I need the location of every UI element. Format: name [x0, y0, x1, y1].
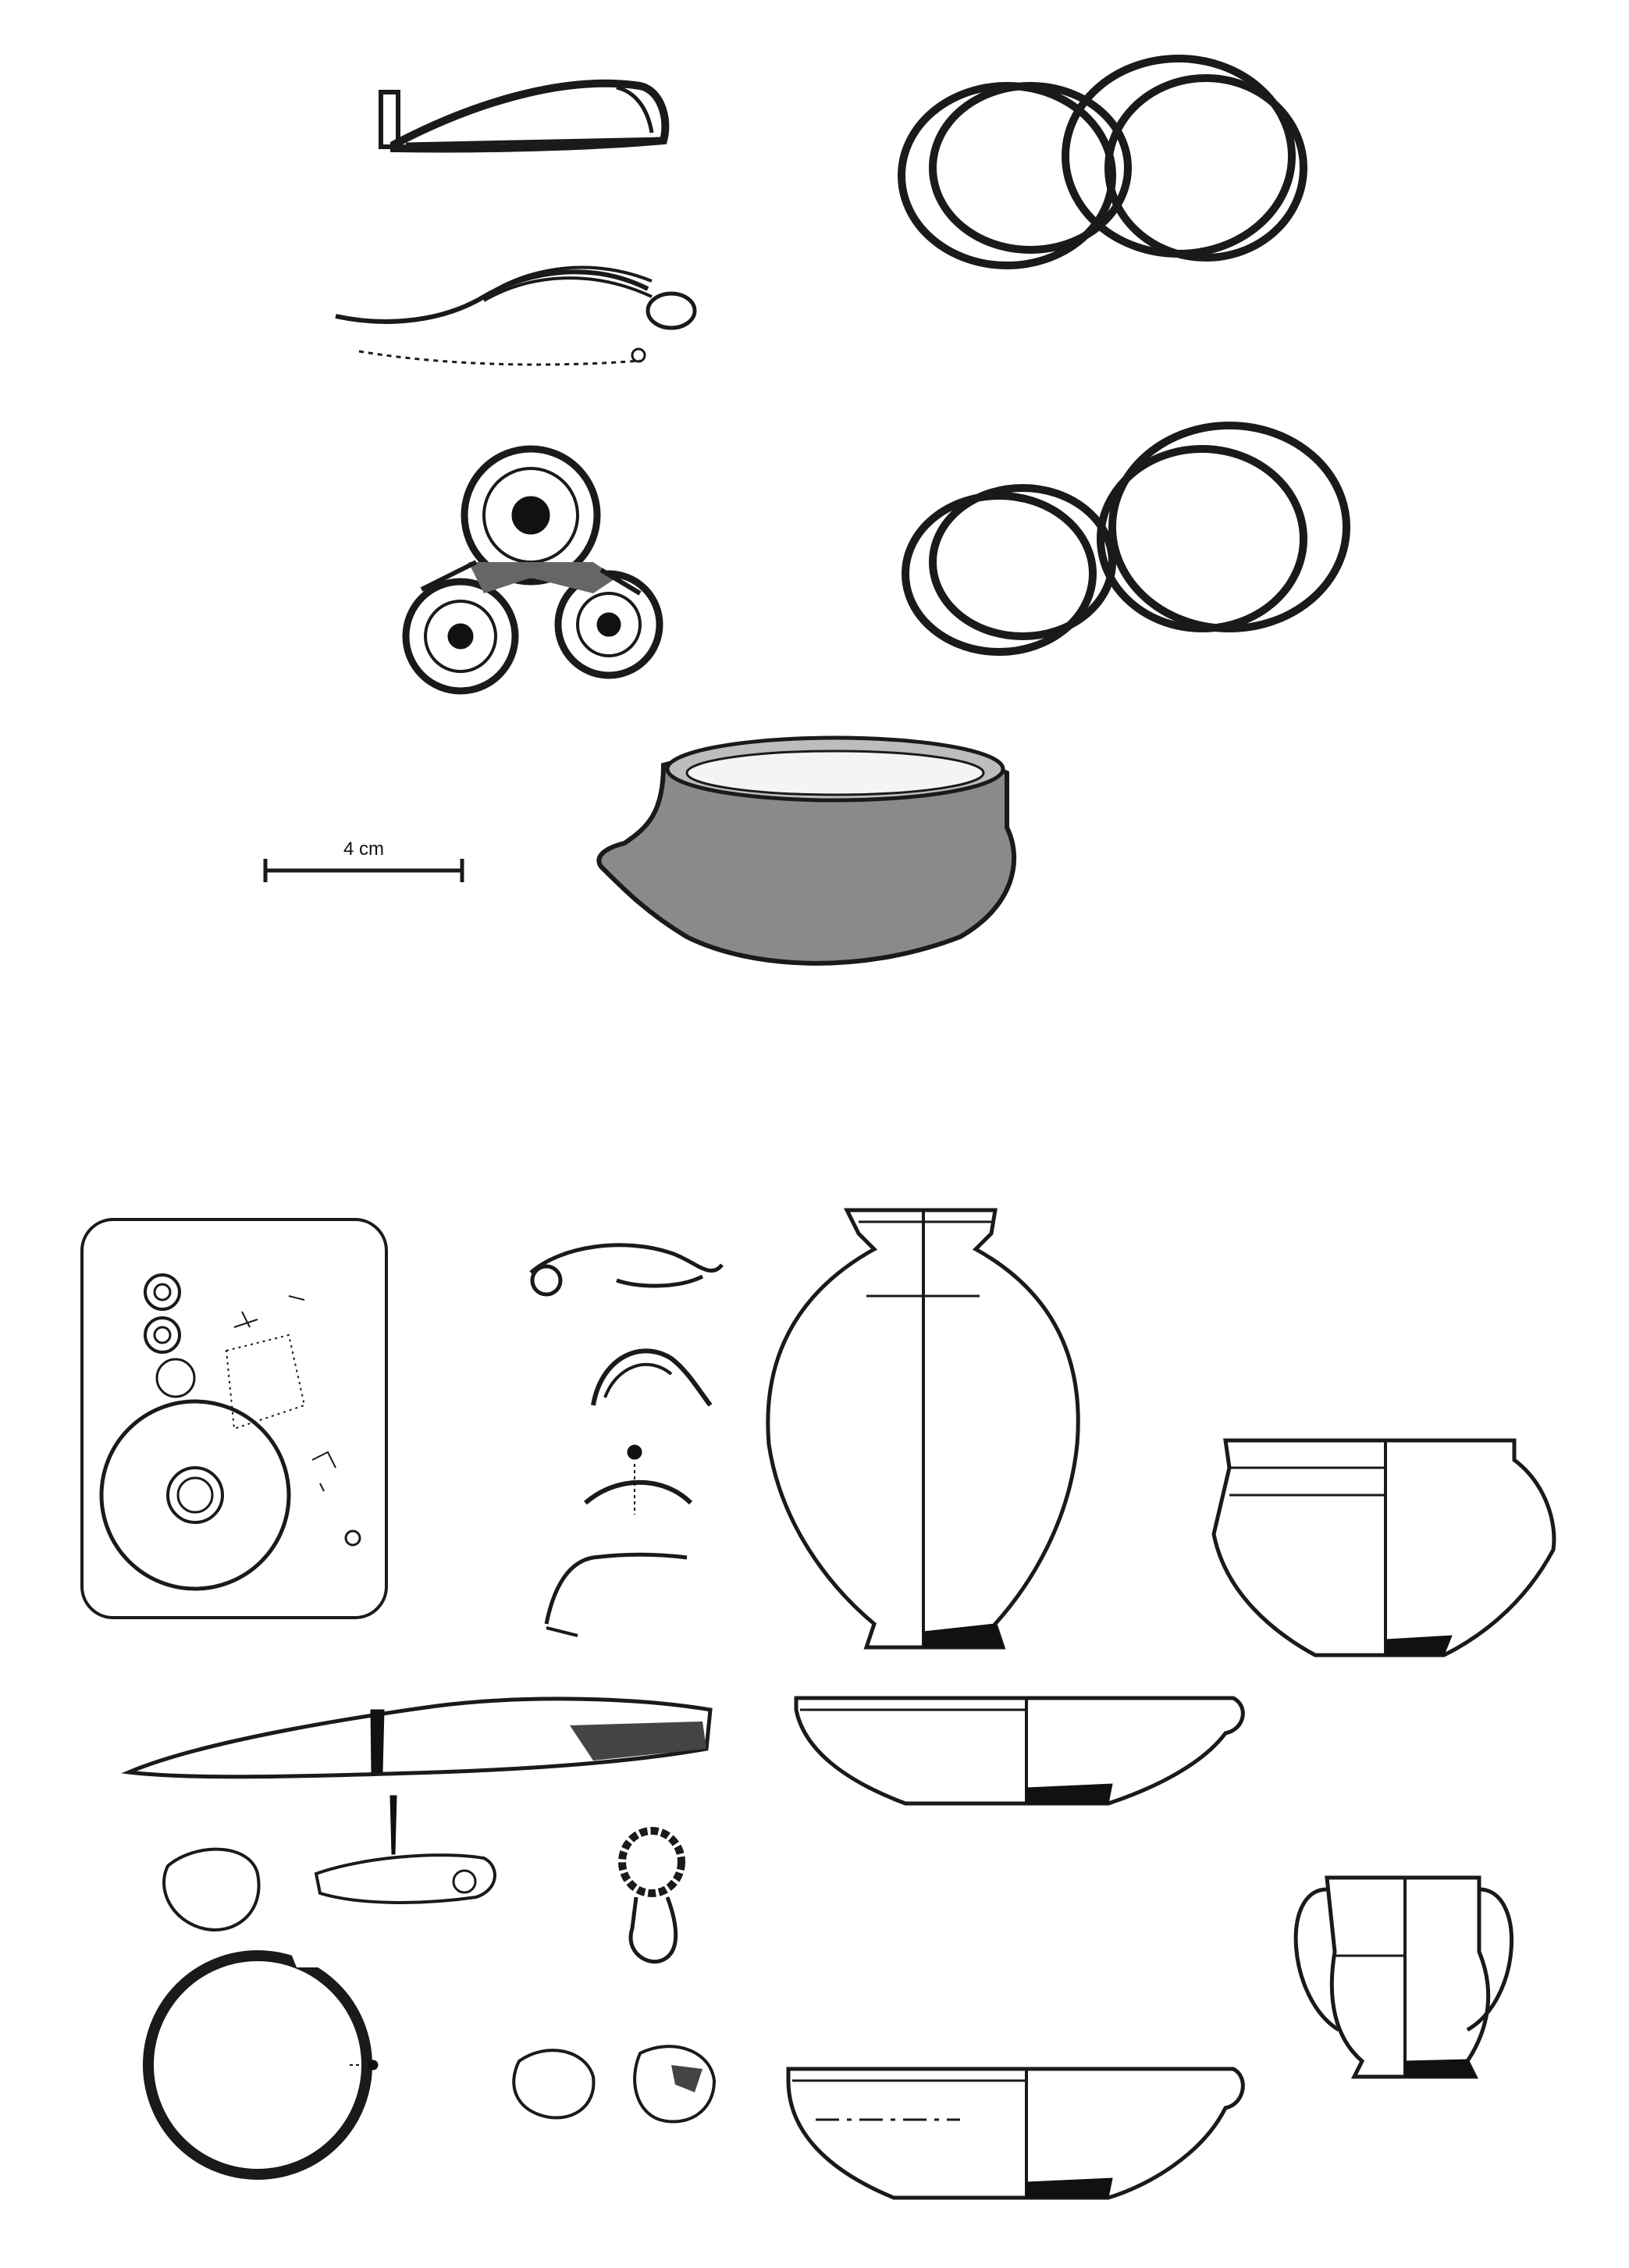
iron-fragment-2 [314, 1795, 496, 1904]
fibula-2 [335, 265, 697, 366]
grave-plan [80, 1218, 388, 1619]
twisted-ring-pendant [618, 1827, 685, 1964]
spiral-bracelets-1 [898, 55, 1307, 269]
shallow-bowl-1 [794, 1696, 1245, 1806]
corroded-fibula-2 [591, 1348, 713, 1407]
iron-knife [121, 1697, 713, 1779]
spouted-vessel [596, 735, 1017, 966]
scale-bar: 4 cm [263, 838, 464, 882]
carinated-pot [1211, 1438, 1556, 1657]
upper-plate: 4 cm [263, 55, 1350, 966]
corroded-fibula-1 [529, 1243, 724, 1297]
trefoil-brooch [402, 445, 663, 695]
spiral-bracelets-2 [902, 422, 1350, 656]
fibula-1 [379, 79, 670, 153]
corroded-fibula-3 [584, 1444, 693, 1515]
open-bracelet [143, 1948, 379, 2180]
corroded-fibula-4 [544, 1552, 688, 1637]
iron-fragment-1 [162, 1847, 261, 1932]
shallow-bowl-2 [786, 2067, 1245, 2200]
ovoid-vessel [766, 1208, 1080, 1650]
lower-plate [80, 1208, 1556, 2200]
kantharos [1293, 1875, 1514, 2079]
scale-bar-label: 4 cm [343, 838, 384, 860]
bead-lumps [512, 2045, 717, 2124]
